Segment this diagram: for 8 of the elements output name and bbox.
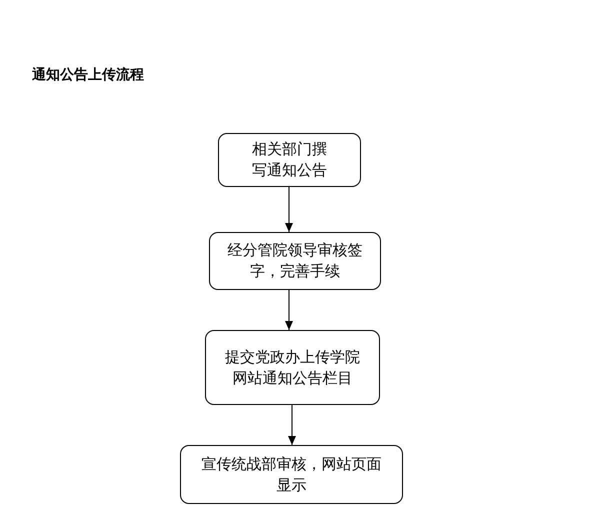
arrow	[285, 186, 293, 232]
arrow	[288, 404, 296, 446]
title: 通知公告上传流程	[32, 66, 144, 84]
process-box: 相关部门撰写通知公告	[218, 133, 361, 187]
process-box: 宣传统战部审核，网站页面显示	[180, 445, 403, 504]
process-box: 提交党政办上传学院网站通知公告栏目	[205, 330, 380, 405]
process-box: 经分管院领导审核签字，完善手续	[209, 232, 381, 290]
arrow	[285, 290, 293, 330]
